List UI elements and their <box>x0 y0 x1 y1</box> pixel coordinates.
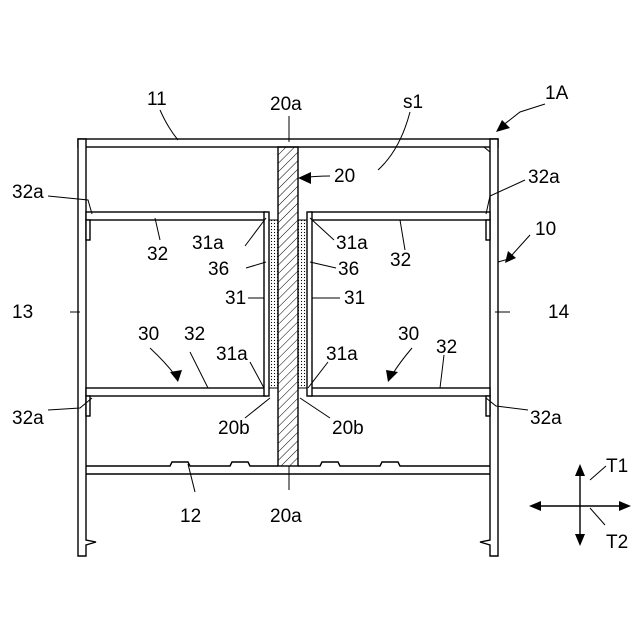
tab <box>86 220 90 240</box>
label-flange-ll: 31a <box>216 344 248 365</box>
label-unit-left: 30 <box>138 324 159 345</box>
label-plate-upper-right: 32 <box>390 250 411 271</box>
plate-upper-right <box>310 212 490 220</box>
label-left-wall: 13 <box>12 302 33 323</box>
label-plate-upper-left: 32 <box>147 244 168 265</box>
label-plate-lower-right: 32 <box>436 337 457 358</box>
web-right <box>307 212 312 396</box>
tab <box>486 220 490 240</box>
arrow-to-partition <box>298 172 311 184</box>
label-plate-lower-left: 32 <box>184 324 205 345</box>
label-unit-right: 30 <box>398 324 419 345</box>
label-frame: 10 <box>535 219 556 240</box>
label-dir-1: T1 <box>606 456 628 477</box>
label-plate-end-ul: 32a <box>12 182 44 203</box>
adhesive-left <box>269 220 278 388</box>
label-right-wall: 14 <box>548 302 570 323</box>
label-flange-lr: 31a <box>326 344 358 365</box>
label-web-right: 31 <box>344 288 365 309</box>
label-partition: 20 <box>334 166 355 187</box>
top-wall <box>78 139 498 147</box>
web-left <box>264 212 269 396</box>
corner-notch <box>484 147 490 152</box>
label-partition-face-left: 20b <box>218 418 250 439</box>
label-figure-id: 1A <box>545 83 569 104</box>
label-adhesive-right: 36 <box>338 259 359 280</box>
plate-lower-left <box>86 388 266 396</box>
label-web-left: 31 <box>225 288 246 309</box>
label-partition-face-right: 20b <box>332 418 364 439</box>
label-flange-ul: 31a <box>192 233 224 254</box>
frame-arrow <box>505 235 530 263</box>
label-space: s1 <box>403 92 423 113</box>
label-adhesive-left: 36 <box>208 259 229 280</box>
label-plate-end-ll: 32a <box>12 408 44 429</box>
label-partition-end-bottom: 20a <box>270 506 302 527</box>
adhesive-right <box>298 220 307 388</box>
label-plate-end-lr: 32a <box>530 408 562 429</box>
label-bottom-wall: 12 <box>180 506 201 527</box>
tab <box>86 396 90 416</box>
plate-lower-right <box>310 388 490 396</box>
label-dir-2: T2 <box>606 532 628 553</box>
label-flange-ur: 31a <box>336 233 368 254</box>
label-plate-end-ur: 32a <box>528 167 560 188</box>
plate-upper-left <box>86 212 266 220</box>
left-wall <box>78 139 96 556</box>
figure-id-arrow <box>496 104 545 132</box>
label-top-wall: 11 <box>147 89 167 110</box>
partition-20 <box>278 147 298 466</box>
label-partition-end-top: 20a <box>270 94 302 115</box>
